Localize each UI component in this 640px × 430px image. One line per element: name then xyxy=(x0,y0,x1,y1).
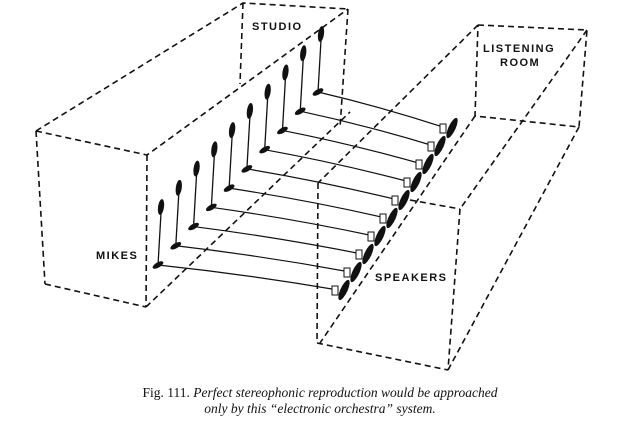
speaker-magnet xyxy=(415,159,423,170)
microphone-icon xyxy=(193,160,200,177)
speaker-magnet xyxy=(367,231,375,242)
speaker-icon xyxy=(398,189,410,211)
speaker-icon xyxy=(338,279,350,301)
mike-stand xyxy=(317,39,322,93)
mike-stand xyxy=(175,193,180,246)
microphone-icon xyxy=(317,26,325,42)
speaker-icon xyxy=(410,171,422,193)
mike-stand xyxy=(264,97,269,150)
cable xyxy=(211,206,375,237)
speaker-icon xyxy=(374,225,386,247)
cable xyxy=(282,129,423,165)
speaker-magnet xyxy=(403,177,411,188)
caption-line1: Perfect stereophonic reproduction would … xyxy=(193,385,498,400)
speaker-magnet xyxy=(427,141,435,152)
cable xyxy=(175,245,351,273)
mike-base xyxy=(241,165,253,173)
cable xyxy=(246,168,399,201)
listening-room-label-line2: ROOM xyxy=(500,57,540,69)
mike-base xyxy=(277,126,288,135)
cable xyxy=(193,225,363,255)
figure-caption: Fig. 111. Perfect stereophonic reproduct… xyxy=(0,385,640,417)
mikes-label: MIKES xyxy=(96,250,138,262)
speaker-icon xyxy=(350,261,362,283)
mike-stand xyxy=(210,155,215,208)
microphone-icon xyxy=(157,199,165,215)
speaker-icon xyxy=(434,135,446,157)
figure-number: Fig. 111. xyxy=(142,385,190,400)
mike-base xyxy=(312,88,324,96)
microphone-icon xyxy=(228,122,236,139)
microphone-icon xyxy=(175,179,182,196)
listening-room-label-line1: LISTENING xyxy=(483,43,555,55)
channels xyxy=(152,26,458,301)
microphone-icon xyxy=(264,83,271,100)
speaker-magnet xyxy=(355,249,363,260)
mike-stand xyxy=(281,78,287,131)
speaker-magnet xyxy=(391,195,399,206)
mike-stand xyxy=(246,116,251,169)
cable xyxy=(300,110,435,147)
mike-stand xyxy=(157,212,162,266)
speaker-icon xyxy=(362,243,374,265)
mike-base xyxy=(170,242,182,250)
mike-base xyxy=(152,261,164,269)
speaker-magnet xyxy=(379,213,387,224)
cable xyxy=(317,91,447,129)
microphone-icon xyxy=(282,64,289,81)
mike-base xyxy=(223,184,235,192)
speaker-icon xyxy=(386,207,398,229)
mike-base xyxy=(259,145,271,154)
cable xyxy=(229,187,387,219)
mike-stand xyxy=(299,59,304,112)
microphone-icon xyxy=(300,45,307,62)
mike-base xyxy=(294,107,306,115)
caption-line2: only by this “electronic orchestra” syst… xyxy=(204,401,436,416)
studio-room xyxy=(35,2,351,308)
speaker-magnet xyxy=(439,123,447,134)
mike-base xyxy=(188,222,199,231)
microphone-icon xyxy=(211,141,218,158)
cable xyxy=(157,264,339,291)
stereo-diagram: STUDIO LISTENING ROOM MIKES SPEAKERS xyxy=(35,2,588,371)
speaker-icon xyxy=(446,117,458,139)
listening-room xyxy=(316,24,588,371)
speakers-label: SPEAKERS xyxy=(375,272,448,284)
mike-stand xyxy=(228,136,233,189)
mike-stand xyxy=(192,174,198,227)
cable xyxy=(264,149,411,183)
speaker-magnet xyxy=(331,285,339,296)
mike-base xyxy=(205,203,217,212)
speaker-magnet xyxy=(343,267,351,278)
studio-label: STUDIO xyxy=(252,21,303,33)
speaker-icon xyxy=(422,153,434,175)
microphone-icon xyxy=(246,102,254,119)
